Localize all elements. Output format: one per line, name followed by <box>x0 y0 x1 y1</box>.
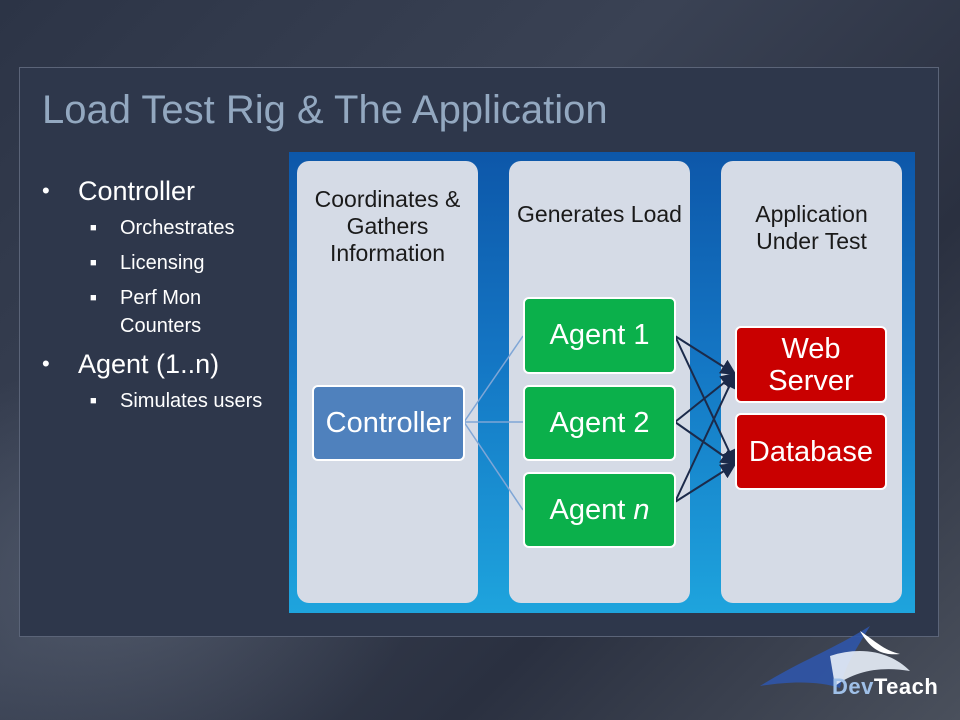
bullet-list: • Controller ■ Orchestrates ■ Licensing … <box>42 174 282 422</box>
agent-n-suffix: n <box>633 493 650 526</box>
square-bullet-icon: ■ <box>90 292 97 304</box>
square-bullet-icon: ■ <box>90 395 97 407</box>
sub-bullet: ■ Orchestrates <box>42 214 282 242</box>
bullet-agent: • Agent (1..n) <box>42 347 282 381</box>
sub-bullet: ■ Licensing <box>42 249 282 277</box>
bullet-controller-label: Controller <box>78 176 196 206</box>
sub-bullet: ■ Perf Mon Counters <box>42 284 282 340</box>
square-bullet-icon: ■ <box>90 257 97 269</box>
arrow-agent2-web <box>674 372 737 423</box>
agent-n-prefix: Agent <box>549 493 634 526</box>
sub-bullet-text: Licensing <box>120 252 205 274</box>
column-heading: Application Under Test <box>755 201 868 254</box>
database-node: Database <box>735 413 887 490</box>
connector-lines <box>463 335 737 511</box>
sub-bullet: ■ Simulates users <box>42 387 282 415</box>
agent-1-node: Agent 1 <box>523 297 676 374</box>
web-server-node: Web Server <box>735 326 887 403</box>
agent-n-node: Agent n <box>523 472 676 548</box>
link-controller-agentn <box>463 421 524 511</box>
arrow-agent1-web <box>674 335 737 376</box>
arrow-agentn-db <box>674 462 737 503</box>
arrow-agent1-db <box>674 335 737 466</box>
controller-node: Controller <box>312 385 465 461</box>
sub-bullet-text: Perf Mon Counters <box>120 287 202 337</box>
load-test-diagram: Coordinates & Gathers Information Genera… <box>289 152 915 613</box>
square-bullet-icon: ■ <box>90 222 97 234</box>
agent-2-node: Agent 2 <box>523 385 676 461</box>
bullet-agent-label: Agent (1..n) <box>78 349 220 379</box>
sub-bullet-text: Simulates users <box>120 390 263 412</box>
bullet-dot-icon: • <box>42 178 50 203</box>
column-heading: Coordinates & Gathers Information <box>314 186 461 266</box>
web-server-label: Web Server <box>768 332 854 397</box>
sub-bullet-text: Orchestrates <box>120 217 235 239</box>
bullet-controller: • Controller <box>42 174 282 208</box>
column-heading: Generates Load <box>517 201 682 227</box>
slide-title: Load Test Rig & The Application <box>42 88 608 132</box>
bullet-dot-icon: • <box>42 351 50 376</box>
devteach-logo-icon <box>760 626 910 688</box>
devteach-logo-text: DevTeach <box>832 674 939 699</box>
column-coordinates: Coordinates & Gathers Information <box>297 161 478 603</box>
link-controller-agent1 <box>463 335 524 423</box>
arrow-agent2-db <box>674 421 737 466</box>
arrow-agentn-web <box>674 372 737 503</box>
